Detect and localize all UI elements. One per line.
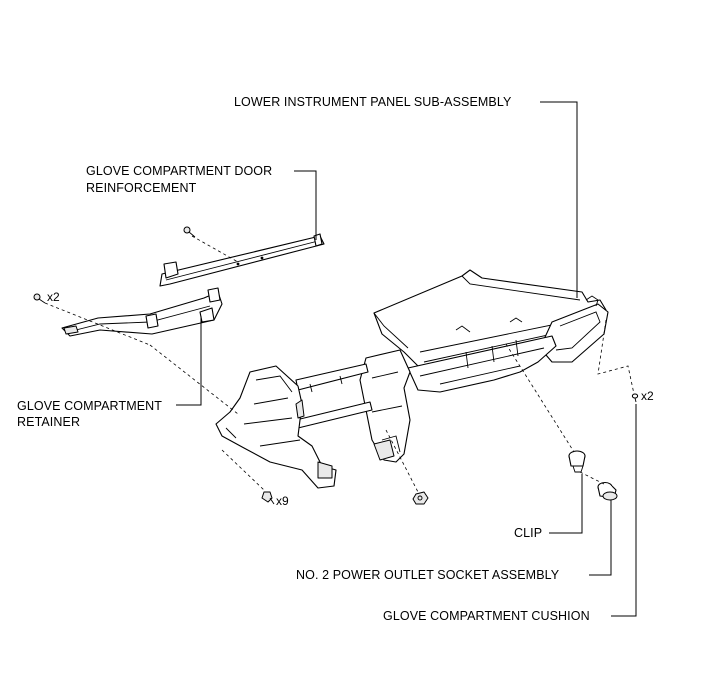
leader-lines xyxy=(176,101,637,617)
screw-panel xyxy=(261,491,275,505)
screw-reinforcement xyxy=(183,226,196,238)
label-door-reinforcement-line2: REINFORCEMENT xyxy=(86,181,197,195)
label-retainer-line2: RETAINER xyxy=(17,415,81,429)
glove-compartment-retainer xyxy=(61,287,223,337)
lower-instrument-panel-sub-assembly xyxy=(215,269,609,489)
label-clip: CLIP xyxy=(514,526,543,540)
label-retainer-line1: GLOVE COMPARTMENT xyxy=(17,399,163,413)
power-outlet-socket-part xyxy=(597,481,618,501)
qty-panel-screws: x9 xyxy=(276,494,289,508)
glove-compartment-door-reinforcement xyxy=(159,233,325,287)
screw-retainer xyxy=(33,293,46,304)
installation-lines xyxy=(44,235,635,493)
label-lower-instrument-panel: LOWER INSTRUMENT PANEL SUB-ASSEMBLY xyxy=(234,95,512,109)
qty-cushions: x2 xyxy=(641,389,654,403)
label-power-outlet: NO. 2 POWER OUTLET SOCKET ASSEMBLY xyxy=(296,568,560,582)
glove-compartment-cushion-part xyxy=(631,393,639,403)
nut-panel xyxy=(412,491,429,505)
qty-retainer-screws: x2 xyxy=(47,290,60,304)
label-door-reinforcement-line1: GLOVE COMPARTMENT DOOR xyxy=(86,164,273,178)
label-cushion: GLOVE COMPARTMENT CUSHION xyxy=(383,609,590,623)
clip-part xyxy=(568,450,586,473)
